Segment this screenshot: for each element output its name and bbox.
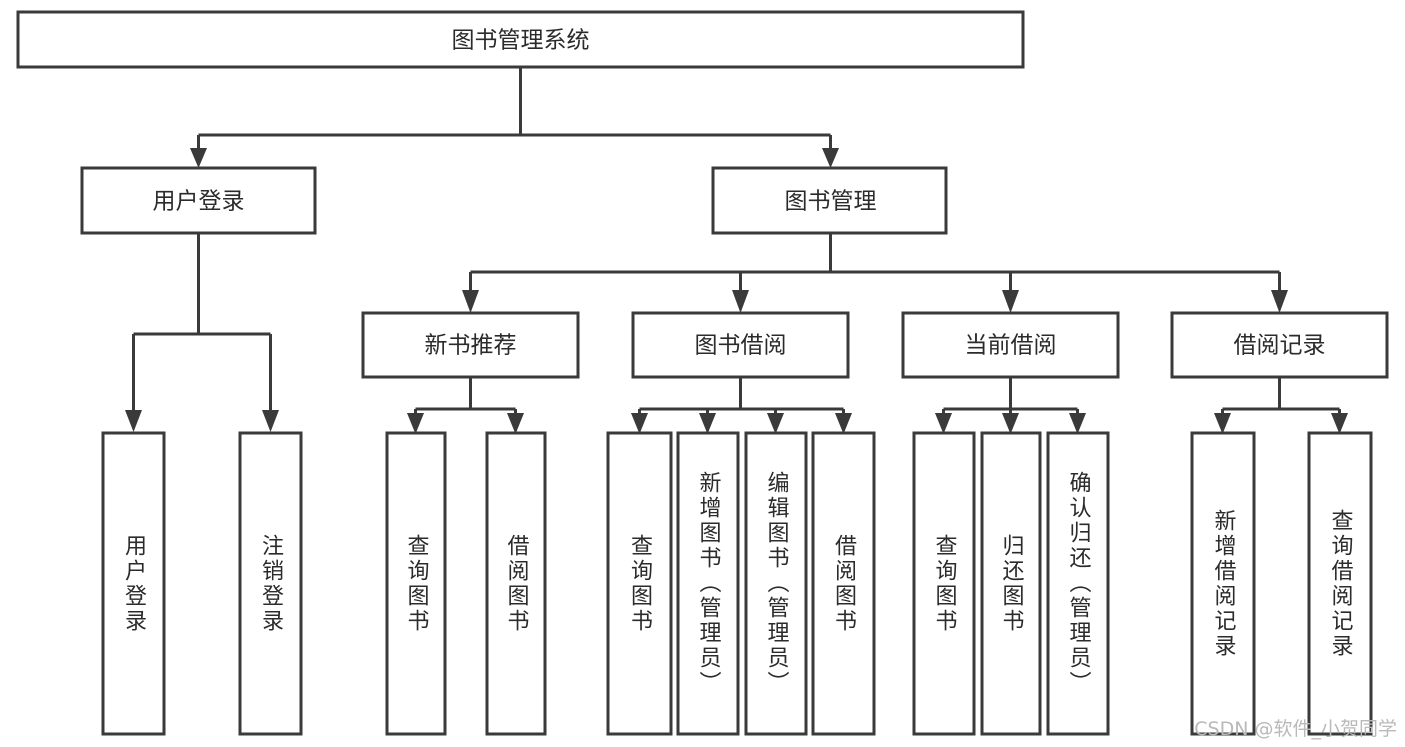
node-borrow-record-label: 借阅记录 <box>1234 333 1326 359</box>
node-book-borrow-label: 图书借阅 <box>695 333 787 359</box>
node-leaf-borrow-book-1[interactable] <box>485 431 547 736</box>
node-book-manage-label: 图书管理 <box>785 189 877 215</box>
node-leaf-query-book-1[interactable] <box>385 431 447 736</box>
node-root-label: 图书管理系统 <box>452 28 590 54</box>
node-new-book-recommend-label: 新书推荐 <box>425 333 517 359</box>
node-new-book-recommend[interactable] <box>361 311 580 379</box>
arrowhead-leaf-logout <box>262 410 279 432</box>
arrowhead-leaf-query-book-3 <box>935 413 952 434</box>
node-book-borrow[interactable] <box>631 311 850 379</box>
node-leaf-query-record[interactable] <box>1307 431 1373 736</box>
arrowhead-leaf-return-book <box>1002 413 1019 434</box>
node-current-borrow-label: 当前借阅 <box>965 333 1057 359</box>
node-leaf-user-login[interactable] <box>101 431 166 736</box>
node-leaf-add-record[interactable] <box>1190 431 1256 736</box>
node-leaf-borrow-book-2[interactable] <box>811 431 876 736</box>
nodes-layer: 图书管理系统 用户登录 图书管理 新书推荐 图书借阅 当前借阅 借阅记录 <box>16 10 1389 736</box>
arrowhead-borrow-record <box>1271 290 1288 313</box>
arrowhead-leaf-borrow-book-1 <box>507 413 524 434</box>
node-leaf-add-book[interactable] <box>676 431 740 736</box>
node-leaf-logout[interactable] <box>238 431 303 736</box>
arrowhead-book-manage <box>822 148 839 168</box>
node-root[interactable] <box>16 10 1025 69</box>
arrowhead-leaf-borrow-book-2 <box>835 413 852 434</box>
arrowhead-leaf-user-login <box>125 410 142 432</box>
node-leaf-confirm-return[interactable] <box>1046 431 1110 736</box>
node-leaf-return-book[interactable] <box>980 431 1042 736</box>
arrowhead-book-borrow <box>732 290 749 313</box>
node-leaf-query-book-2[interactable] <box>606 431 673 736</box>
arrowhead-new-book-recommend <box>462 290 479 313</box>
arrowhead-leaf-edit-book <box>767 413 784 434</box>
arrowhead-current-borrow <box>1002 290 1019 313</box>
node-user-login-label: 用户登录 <box>153 189 245 215</box>
node-borrow-record[interactable] <box>1170 311 1389 379</box>
arrowhead-leaf-query-record <box>1331 413 1348 434</box>
connectors-layer <box>125 67 1348 434</box>
arrowhead-leaf-query-book-1 <box>407 413 424 434</box>
arrowhead-leaf-add-book <box>699 413 716 434</box>
node-current-borrow[interactable] <box>901 311 1120 379</box>
arrowhead-leaf-add-record <box>1214 413 1231 434</box>
arrowhead-leaf-query-book-2 <box>631 413 648 434</box>
node-book-manage[interactable] <box>711 166 948 235</box>
node-leaf-query-book-3[interactable] <box>912 431 976 736</box>
node-user-login[interactable] <box>80 166 317 235</box>
node-leaf-edit-book[interactable] <box>744 431 808 736</box>
arrowhead-leaf-confirm-return <box>1069 413 1086 434</box>
arrowhead-user-login <box>190 148 207 168</box>
